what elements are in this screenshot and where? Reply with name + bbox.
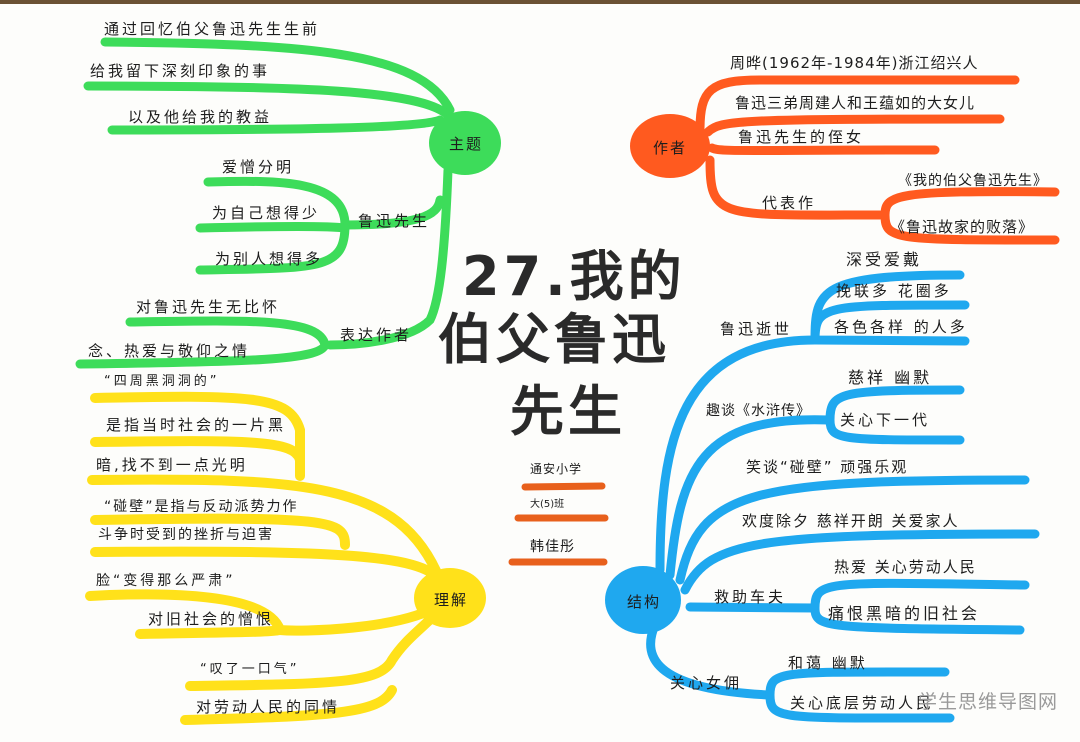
structure-section-label: 关心女佣	[670, 674, 743, 692]
understanding-item: 是指当时社会的一片黑	[106, 416, 287, 434]
understanding-item: 斗争时受到的挫折与迫害	[98, 527, 274, 543]
express-item: 对鲁迅先生无比怀	[136, 298, 281, 316]
author-item: 周晔(1962年-1984年)浙江绍兴人	[730, 54, 979, 72]
luxun-item: 为自己想得少	[212, 204, 321, 222]
express-item: 念、热爱与敬仰之情	[88, 342, 251, 360]
theme-node-shape	[429, 111, 501, 175]
structure-item: 挽联多 花圈多	[836, 282, 952, 300]
understanding-item: “碰壁”是指与反动派势力作	[104, 499, 299, 515]
class-label: 大(5)班	[530, 499, 565, 510]
theme-item: 通过回忆伯父鲁迅先生生前	[104, 20, 321, 38]
page-title-line1: 27.我的	[462, 245, 686, 308]
structure-item: 痛恨黑暗的旧社会	[828, 604, 981, 623]
school-label: 通安小学	[530, 462, 583, 476]
understanding-item: 对旧社会的憎恨	[148, 610, 275, 628]
understanding-item: 对劳动人民的同情	[196, 698, 341, 716]
structure-item: 关心下一代	[840, 411, 931, 429]
works-branch-label: 代表作	[762, 194, 817, 212]
theme-node: 主题	[448, 134, 483, 153]
page-title-line3: 先生	[510, 380, 626, 443]
understanding-node: 理解	[433, 590, 468, 609]
luxun-item: 为别人想得多	[215, 250, 324, 268]
structure-section-label: 欢度除夕 慈祥开朗 关爱家人	[742, 512, 960, 530]
structure-item: 慈祥 幽默	[848, 368, 933, 387]
understanding-item: 暗,找不到一点光明	[96, 456, 248, 474]
structure-section-label: 鲁迅逝世	[720, 320, 793, 338]
structure-item: 深受爱戴	[846, 250, 923, 269]
structure-item: 和蔼 幽默	[788, 654, 868, 672]
author-item: 鲁迅先生的侄女	[738, 128, 865, 146]
works-item: 《我的伯父鲁迅先生》	[898, 173, 1048, 189]
structure-node: 结构	[626, 592, 661, 611]
luxun-branch-label: 鲁迅先生	[358, 212, 431, 230]
structure-node-shape	[605, 566, 681, 634]
watermark: 学生思维导图网	[917, 691, 1058, 713]
understanding-item: “叹了一口气”	[200, 662, 300, 677]
theme-item: 以及他给我的教益	[128, 108, 273, 126]
luxun-item: 爱憎分明	[222, 158, 295, 176]
structure-section-label: 笑谈“碰壁” 顽强乐观	[746, 458, 909, 476]
theme-item: 给我留下深刻印象的事	[90, 62, 271, 80]
structure-item: 各色各样 的人多	[834, 318, 968, 336]
works-item: 《鲁迅故家的败落》	[890, 218, 1035, 236]
structure-section-label: 救助车夫	[714, 588, 787, 606]
photo-frame-edge	[0, 0, 1080, 4]
structure-item: 关心底层劳动人民	[790, 694, 935, 712]
express-branch-label: 表达作者	[340, 326, 413, 344]
author-node-shape	[630, 114, 710, 178]
page-title-line2: 伯父鲁迅	[438, 308, 670, 371]
structure-section-label: 趣谈《水浒传》	[706, 403, 811, 419]
understanding-node-shape	[414, 568, 486, 628]
author-name-label: 韩佳彤	[530, 539, 575, 555]
structure-item: 热爱 关心劳动人民	[834, 558, 977, 576]
understanding-item: 脸“变得那么严肃”	[96, 573, 236, 589]
author-node: 作者	[652, 138, 687, 157]
understanding-item: “四周黑洞洞的”	[104, 374, 220, 389]
author-item: 鲁迅三弟周建人和王蕴如的大女儿	[735, 94, 976, 112]
